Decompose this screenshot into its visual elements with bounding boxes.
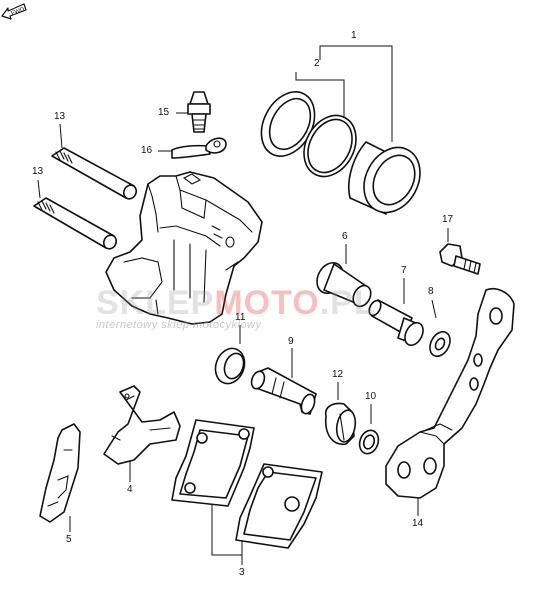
piston [348,141,421,215]
washer-8 [429,330,451,358]
piston-seal-inner [303,114,357,178]
slide-pin-upper [51,147,138,200]
callout-8: 8 [428,286,434,297]
callout-13-upper: 13 [54,111,66,122]
fwd-label: FWD [11,7,27,18]
caliper-body [105,171,263,325]
callout-16: 16 [141,145,153,156]
callout-15: 15 [158,107,170,118]
callout-12: 12 [332,369,344,380]
callout-10: 10 [365,391,377,402]
caliper-pin-9 [250,367,317,415]
pad-shim [103,385,181,465]
bracket-bolt [439,243,481,275]
brake-pad-inner [171,419,255,507]
callout-11: 11 [235,312,246,323]
caliper-sleeve [368,299,424,347]
piston-seal-outer [260,91,316,157]
callout-6: 6 [342,231,348,242]
leader-lines [37,45,449,565]
callout-4: 4 [127,484,133,495]
leader-13a [59,123,63,149]
bleeder-screw [187,91,211,133]
leader-13b [37,179,41,199]
fwd-arrow-icon: FWD [1,3,27,20]
callout-1: 1 [351,30,357,41]
leader-3 [211,505,243,565]
leader-2 [295,72,345,118]
callout-17: 17 [442,214,454,225]
callout-3: 3 [239,567,245,578]
brake-pad-outer [235,463,323,549]
caliper-bracket [385,288,515,499]
washer-10 [358,429,380,455]
pin-boot-12 [324,402,357,445]
slide-pin-lower [33,197,118,250]
pad-spring [39,423,81,523]
pin-boot-upper [316,261,372,308]
callout-9: 9 [288,336,294,347]
callout-14: 14 [412,518,424,529]
leader-8 [431,299,437,319]
callout-13-lower: 13 [32,166,44,177]
bleeder-cap [171,137,227,159]
callout-7: 7 [401,265,407,276]
callout-5: 5 [66,534,72,545]
leader-1 [319,45,393,142]
pin-boot-11 [214,347,246,385]
callout-2: 2 [314,58,320,69]
